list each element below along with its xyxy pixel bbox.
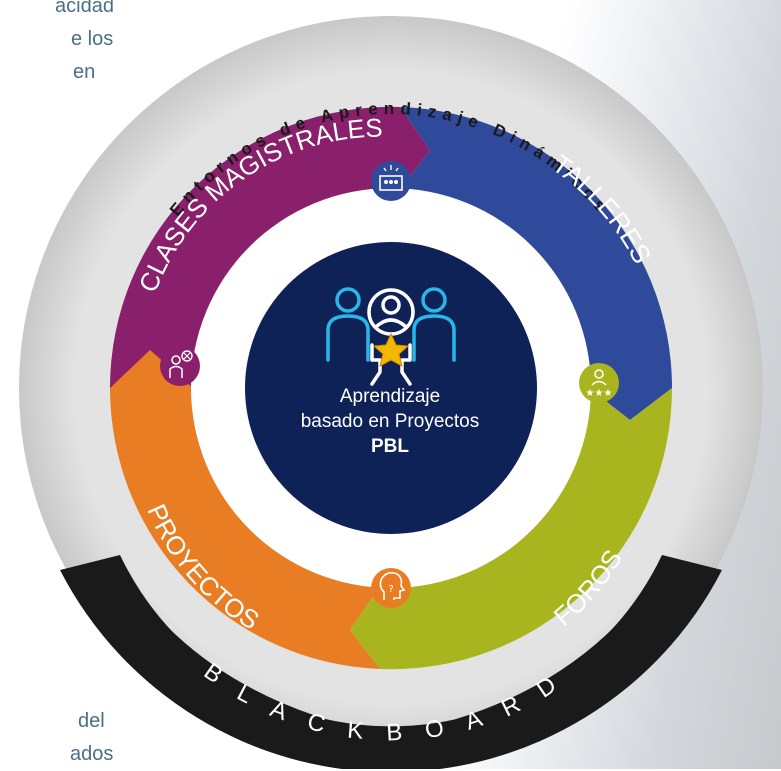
side-text-bottom: del ados (70, 705, 113, 771)
star-icon (372, 332, 410, 367)
segment-foros (350, 388, 673, 670)
center-label: Aprendizaje basado en Proyectos PBL (250, 384, 530, 459)
thinking-person-icon (160, 346, 200, 386)
center-line-2: basado en Proyectos (300, 411, 480, 432)
segment-clases (109, 106, 430, 388)
blackboard-band-fill (98, 560, 684, 759)
center-line-1: Aprendizaje (339, 386, 441, 407)
segment-talleres (400, 107, 672, 420)
head-question-icon: ? (371, 568, 411, 608)
svg-text:?: ? (388, 584, 393, 595)
side-text-line: del (78, 710, 105, 732)
team-stars-icon: ★★★ (579, 363, 619, 403)
side-text-line: acidad (55, 0, 114, 17)
side-text-top: acidad e los en (55, 0, 114, 89)
presentation-icon (371, 161, 411, 201)
svg-text:★★★: ★★★ (586, 388, 613, 399)
side-text-line: en (73, 61, 96, 83)
segment-proyectos (109, 350, 380, 669)
center-circle (245, 242, 537, 534)
center-line-3: PBL (371, 436, 409, 457)
side-text-line: ados (70, 743, 114, 765)
side-text-line: e los (71, 28, 114, 50)
